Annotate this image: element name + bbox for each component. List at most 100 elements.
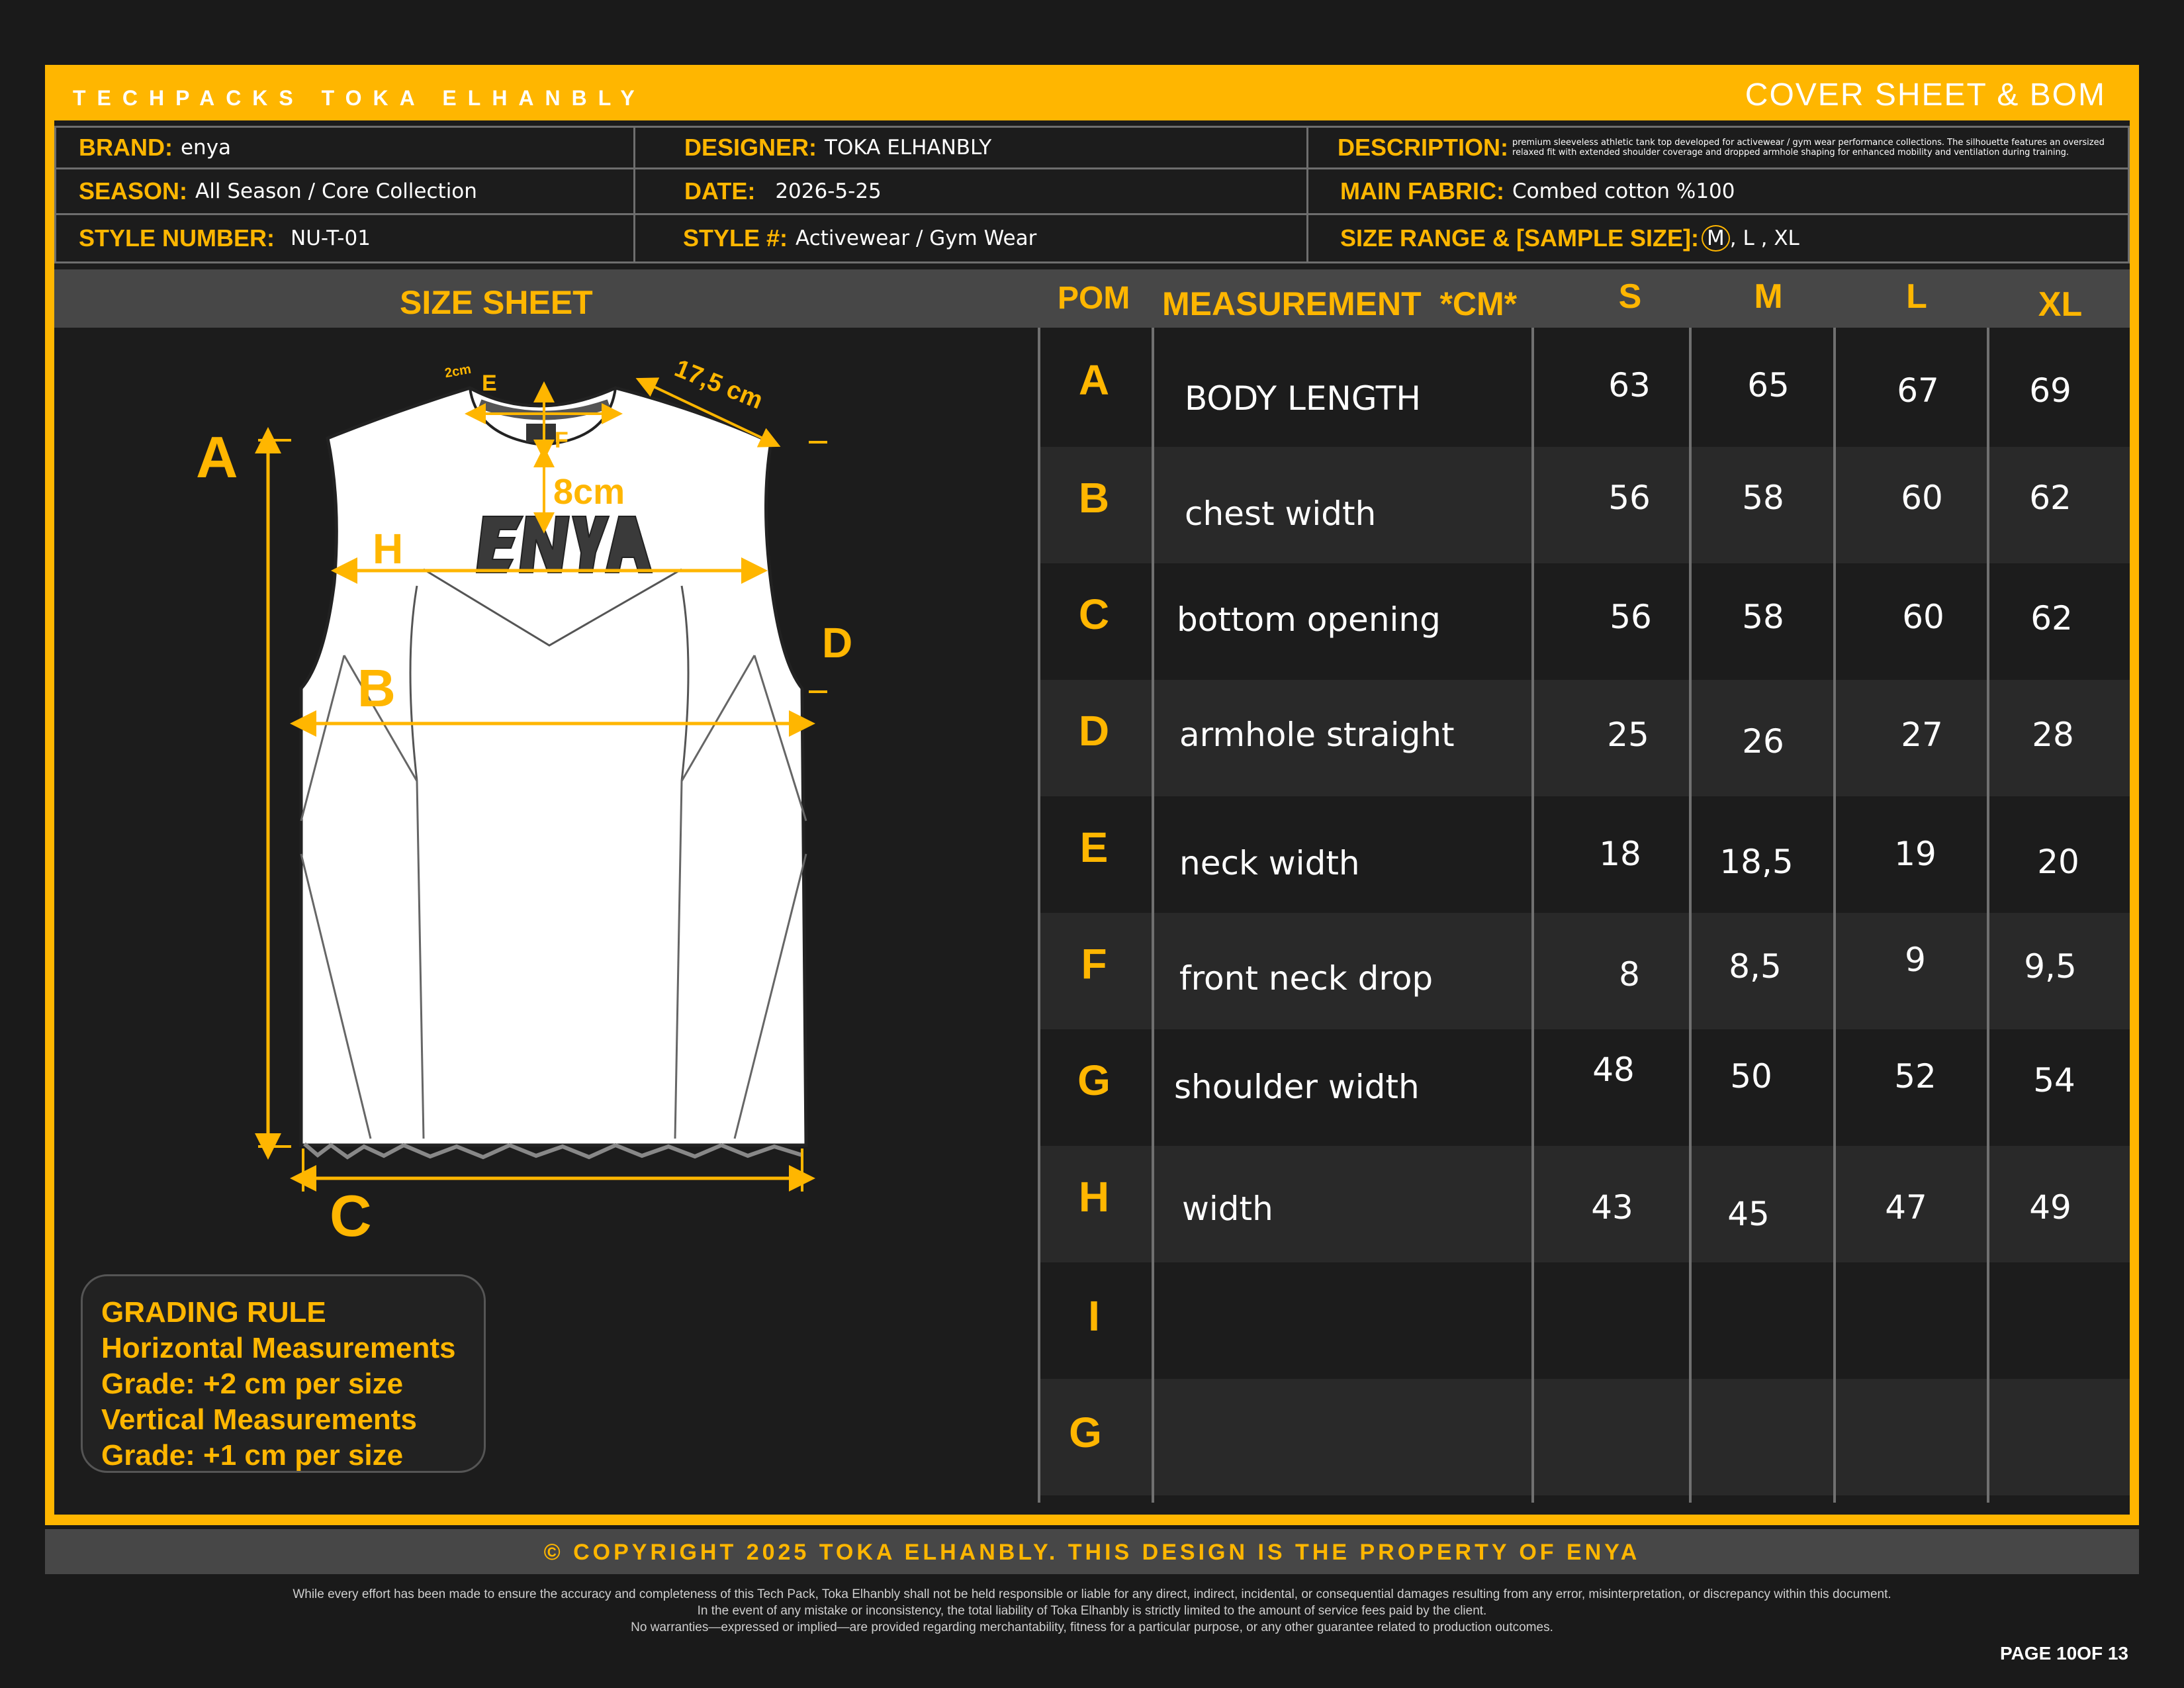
dimension-tick-a <box>258 439 291 1148</box>
size-sheet-header-band <box>54 269 2130 328</box>
table-row <box>1038 1379 2130 1495</box>
pom-b: B <box>1078 474 1110 522</box>
measurement-table: A B C D E F G H I G BODY LENGTH chest wi… <box>1038 328 2130 1506</box>
value-cell: 67 <box>1897 371 1939 410</box>
value-cell: 8,5 <box>1729 947 1782 986</box>
footer-band <box>45 1529 2139 1574</box>
garment-diagram <box>255 377 827 1192</box>
table-row <box>1038 1146 2130 1262</box>
diagram-label-b: B <box>357 659 396 718</box>
diagram-label-d: D <box>822 619 853 667</box>
diagram-label-a: A <box>196 424 238 490</box>
style-number-cell: STYLE NUMBER: NU-T-01 <box>54 213 635 263</box>
style-number-value: NU-T-01 <box>291 226 371 250</box>
measurement-name: width <box>1182 1190 1273 1228</box>
value-cell: 60 <box>1902 598 1944 636</box>
value-cell: 49 <box>2029 1188 2071 1227</box>
left-hem-seam <box>300 655 345 821</box>
panel-seam-left <box>409 585 418 782</box>
measurement-name: BODY LENGTH <box>1185 379 1421 418</box>
date-label: DATE: <box>684 177 756 205</box>
style-value: Activewear / Gym Wear <box>796 226 1037 250</box>
side-panel-left <box>300 853 372 1139</box>
disclaimer-line: In the event of any mistake or inconsist… <box>697 1604 1487 1618</box>
designer-cell: DESIGNER: TOKA ELHANBLY <box>633 126 1308 169</box>
measurement-name: front neck drop <box>1179 959 1433 998</box>
pom-h: H <box>1078 1173 1110 1221</box>
style-number-label: STYLE NUMBER: <box>79 224 275 252</box>
side-seam-left <box>343 655 425 1139</box>
style-cell: STYLE #: Activewear / Gym Wear <box>633 213 1308 263</box>
designer-label: DESIGNER: <box>684 134 817 161</box>
dimension-line-shoulder <box>635 377 781 447</box>
season-cell: SEASON: All Season / Core Collection <box>54 167 635 215</box>
grading-title: GRADING RULE <box>101 1296 326 1329</box>
value-cell: 26 <box>1742 722 1784 761</box>
column-divider <box>1987 328 1989 1503</box>
value-cell: 27 <box>1901 716 1943 754</box>
fabric-cell: MAIN FABRIC: Combed cotton %100 <box>1306 167 2130 215</box>
brand-label: BRAND: <box>79 134 173 161</box>
date-value: 2026-5-25 <box>775 179 882 203</box>
column-divider <box>1038 328 1040 1503</box>
column-divider <box>1833 328 1836 1503</box>
grading-line: Horizontal Measurements <box>101 1332 456 1364</box>
table-row <box>1038 563 2130 680</box>
season-value: All Season / Core Collection <box>195 179 477 203</box>
table-row <box>1038 913 2130 1029</box>
measurement-name: armhole straight <box>1179 716 1455 754</box>
value-cell: 47 <box>1885 1188 1927 1227</box>
panel-seam-right <box>680 585 690 782</box>
value-cell: 43 <box>1591 1188 1633 1227</box>
diagram-label-e: E <box>482 371 497 396</box>
side-seam-right <box>674 655 756 1139</box>
page-number: PAGE 10OF 13 <box>1999 1643 2128 1664</box>
fabric-value: Combed cotton %100 <box>1512 179 1735 203</box>
value-cell: 20 <box>2037 843 2079 881</box>
neck-tape <box>526 424 556 442</box>
pom-d: D <box>1078 707 1110 755</box>
season-label: SEASON: <box>79 177 188 205</box>
grading-line: Grade: +2 cm per size <box>101 1368 404 1400</box>
value-cell: 63 <box>1608 366 1651 404</box>
disclaimer-line: While every effort has been made to ensu… <box>293 1587 1891 1601</box>
pom-g: G <box>1077 1056 1111 1104</box>
size-range-cell: SIZE RANGE & [SAMPLE SIZE]: M , L , XL <box>1306 213 2130 263</box>
pom-e: E <box>1079 823 1109 871</box>
sample-size-badge: M <box>1702 225 1730 252</box>
dimension-tick-c <box>302 1149 803 1192</box>
value-cell: 54 <box>2033 1061 2075 1100</box>
value-cell: 56 <box>1610 598 1652 636</box>
value-cell: 18,5 <box>1719 843 1794 881</box>
fabric-label: MAIN FABRIC: <box>1340 177 1504 205</box>
company-title: TECHPACKS TOKA ELHANBLY <box>73 86 646 110</box>
table-row <box>1038 1262 2130 1379</box>
measurement-header: MEASUREMENT *CM* <box>1162 285 1518 322</box>
value-cell: 28 <box>2032 716 2074 754</box>
table-row <box>1038 796 2130 913</box>
grading-line: Vertical Measurements <box>101 1403 417 1436</box>
description-cell: DESCRIPTION: premium sleeveless athletic… <box>1306 126 2130 169</box>
column-divider <box>1689 328 1692 1503</box>
pom-a: A <box>1078 356 1110 404</box>
value-cell: 9 <box>1905 941 1926 979</box>
pom-g2: G <box>1069 1409 1102 1456</box>
neck-drop-label: 8cm <box>553 472 625 512</box>
front-panel-seam <box>423 568 682 647</box>
dimension-line-d <box>809 441 827 693</box>
copyright-text: © COPYRIGHT 2025 TOKA ELHANBLY. THIS DES… <box>543 1540 1641 1565</box>
designer-value: TOKA ELHANBLY <box>825 136 992 160</box>
table-row <box>1038 1029 2130 1146</box>
measurement-name: bottom opening <box>1177 600 1441 639</box>
value-cell: 48 <box>1592 1051 1635 1089</box>
measurement-name: shoulder width <box>1174 1068 1420 1106</box>
size-sheet-title: SIZE SHEET <box>400 284 593 321</box>
column-divider <box>1152 328 1154 1503</box>
side-panel-right <box>733 853 807 1139</box>
value-cell: 56 <box>1608 479 1651 517</box>
column-divider <box>1531 328 1534 1503</box>
value-cell: 58 <box>1742 479 1784 517</box>
value-cell: 58 <box>1742 598 1784 636</box>
value-cell: 50 <box>1730 1057 1772 1096</box>
sheet-title: COVER SHEET & BOM <box>1745 77 2106 113</box>
